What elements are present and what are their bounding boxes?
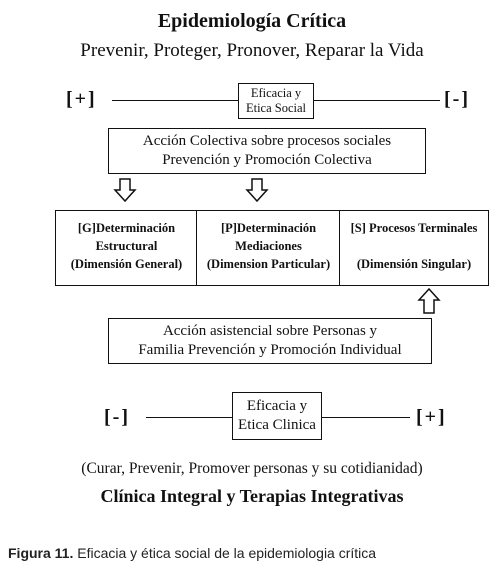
bottom-right-connector	[322, 417, 410, 418]
down-arrow-icon	[113, 178, 137, 203]
down-arrow-icon	[245, 178, 269, 203]
clinical-heading: Clínica Integral y Terapias Integrativas	[100, 486, 404, 506]
social-efficacy-line1: Eficacia y	[250, 86, 302, 100]
assistance-action-line1: Acción asistencial sobre Personas y	[162, 323, 378, 339]
figure-caption-text: Eficacia y ética social de la epidemiolo…	[77, 545, 377, 561]
bottom-right-sign: [+]	[416, 406, 447, 428]
diagram-subtitle: Prevenir, Proteger, Pronover, Reparar la…	[80, 40, 424, 61]
top-left-sign: [+]	[66, 88, 97, 110]
top-right-sign: [-]	[444, 88, 470, 110]
general-dimension-line2: Estructural	[95, 239, 158, 253]
clinical-efficacy-box: Eficacia y Etica Clinica	[232, 392, 322, 440]
top-left-connector	[112, 100, 238, 101]
diagram-title: Epidemiología Crítica	[157, 10, 347, 32]
bottom-left-connector	[146, 417, 232, 418]
particular-dimension-line3: (Dimension Particular)	[206, 257, 331, 271]
singular-dimension-box: [S] Procesos Terminales (Dimensión Singu…	[339, 210, 489, 286]
particular-dimension-box: [P]Determinación Mediaciones (Dimension …	[196, 210, 341, 286]
collective-action-line1: Acción Colectiva sobre procesos sociales	[142, 133, 392, 149]
singular-dimension-line3: (Dimensión Singular)	[356, 257, 472, 271]
particular-dimension-line2: Mediaciones	[235, 239, 302, 253]
particular-dimension-line1: [P]Determinación	[220, 221, 317, 235]
social-efficacy-line2: Etica Social	[245, 101, 307, 115]
clinical-efficacy-line2: Etica Clinica	[238, 417, 316, 433]
assistance-action-box: Acción asistencial sobre Personas y Fami…	[108, 318, 432, 364]
general-dimension-line1: [G]Determinación	[77, 221, 176, 235]
top-right-connector	[314, 100, 440, 101]
clinical-actions-text: (Curar, Prevenir, Promover personas y su…	[81, 460, 423, 477]
assistance-action-line2: Familia Prevención y Promoción Individua…	[138, 342, 402, 358]
up-arrow-icon	[417, 287, 441, 314]
clinical-efficacy-line1: Eficacia y	[246, 398, 308, 414]
social-efficacy-box: Eficacia y Etica Social	[238, 83, 314, 119]
collective-action-line2: Prevención y Promoción Colectiva	[162, 152, 372, 168]
collective-action-box: Acción Colectiva sobre procesos sociales…	[108, 128, 426, 174]
bottom-left-sign: [-]	[104, 406, 130, 428]
general-dimension-line3: (Dimensión General)	[70, 257, 183, 271]
figure-caption: Figura 11. Eficacia y ética social de la…	[8, 545, 376, 561]
figure-caption-label: Figura 11.	[8, 545, 74, 561]
general-dimension-box: [G]Determinación Estructural (Dimensión …	[55, 210, 198, 286]
singular-dimension-line1: [S] Procesos Terminales	[350, 221, 478, 235]
